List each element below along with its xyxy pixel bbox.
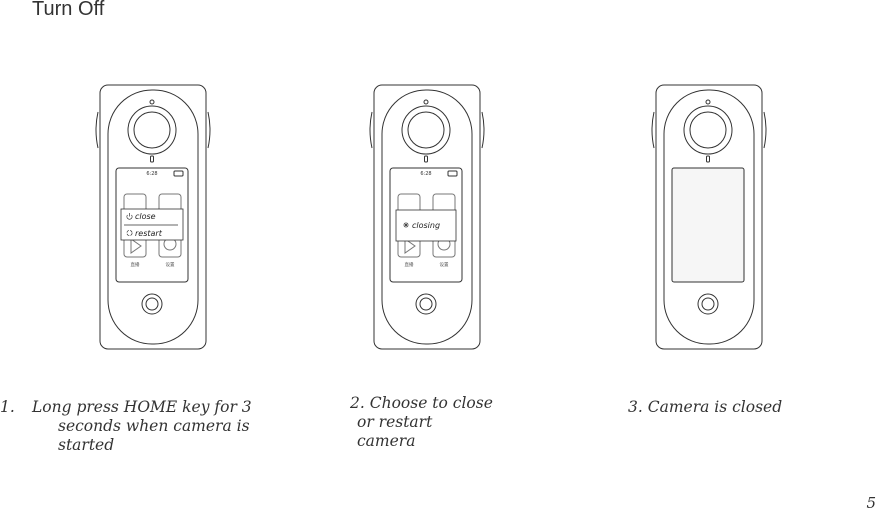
app-label-settings: 设置 xyxy=(166,261,175,268)
lens-inner-icon xyxy=(133,111,171,149)
app-label-live: 直播 xyxy=(405,261,414,268)
step-1-line-1: Long press HOME key for 3 xyxy=(32,398,252,416)
battery-icon xyxy=(447,170,458,177)
camera-screen-off xyxy=(671,167,745,283)
play-icon xyxy=(404,238,416,254)
app-label-live: 直播 xyxy=(131,261,140,268)
menu-item-restart[interactable]: restart xyxy=(135,229,163,238)
status-time: 6:28 xyxy=(420,171,431,177)
lens-outer-icon xyxy=(401,105,451,155)
step-2-number: 2. xyxy=(350,394,365,412)
page-number: 5 xyxy=(866,494,876,512)
side-button-right xyxy=(207,111,211,149)
camera-outer-body xyxy=(99,84,207,350)
camera-illustration-closing: 6:28 直播 设置 closing xyxy=(369,84,485,350)
step-1-number: 1. xyxy=(0,398,15,416)
side-button-right xyxy=(763,111,767,149)
side-button-left xyxy=(651,111,655,149)
top-sensor-icon xyxy=(705,99,711,105)
step-3-number: 3. xyxy=(628,398,643,416)
led-icon xyxy=(150,155,154,163)
app-label-settings: 设置 xyxy=(440,261,449,268)
camera-illustration-menu: 6:28 拍摄 相册 直播 设置 close restart xyxy=(95,84,211,350)
led-icon xyxy=(706,155,710,163)
home-button-icon xyxy=(415,293,437,315)
spinner-icon xyxy=(403,222,409,228)
camera-inner-body xyxy=(381,89,473,345)
top-sensor-icon xyxy=(423,99,429,105)
page-title: Turn Off xyxy=(32,0,105,20)
camera-screen xyxy=(389,167,463,283)
battery-icon xyxy=(173,170,184,177)
step-2-line-2: or restart xyxy=(357,413,433,431)
lens-inner-icon xyxy=(407,111,445,149)
step-1-line-2: seconds when camera is xyxy=(58,417,250,435)
camera-illustration-off xyxy=(651,84,767,350)
camera-screen xyxy=(115,167,189,283)
home-button-icon xyxy=(697,293,719,315)
step-1-line-3: started xyxy=(58,436,115,454)
step-2-line-1: Choose to close xyxy=(369,394,493,412)
menu-item-close[interactable]: close xyxy=(135,212,156,221)
status-time: 6:28 xyxy=(146,171,157,177)
led-icon xyxy=(424,155,428,163)
home-button-icon xyxy=(141,293,163,315)
play-icon xyxy=(130,238,142,254)
side-button-left xyxy=(95,111,99,149)
camera-inner-body xyxy=(663,89,755,345)
closing-label: closing xyxy=(412,221,440,230)
side-button-left xyxy=(369,111,373,149)
step-2-line-3: camera xyxy=(357,432,416,450)
camera-inner-body xyxy=(107,89,199,345)
lens-outer-icon xyxy=(127,105,177,155)
step-2-caption: 2. Choose to close or restart camera xyxy=(350,394,530,451)
camera-outer-body xyxy=(373,84,481,350)
side-button-right xyxy=(481,111,485,149)
power-icon xyxy=(126,214,133,220)
restart-icon xyxy=(126,230,133,236)
camera-outer-body xyxy=(655,84,763,350)
step-3-caption: 3. Camera is closed xyxy=(628,398,828,417)
lens-inner-icon xyxy=(689,111,727,149)
step-3-line-1: Camera is closed xyxy=(647,398,783,416)
top-sensor-icon xyxy=(149,99,155,105)
lens-outer-icon xyxy=(683,105,733,155)
